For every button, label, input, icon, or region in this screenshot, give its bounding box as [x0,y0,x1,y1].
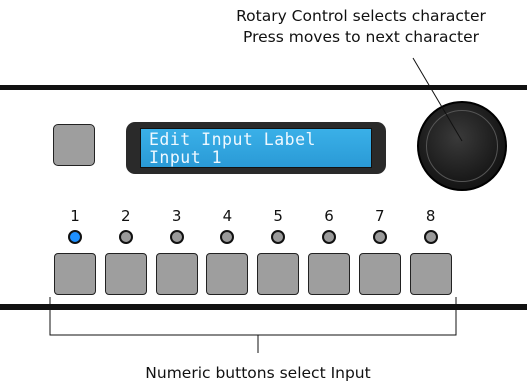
lcd-line-2: Input 1 [149,148,223,167]
input-button-5[interactable] [257,253,300,295]
input-button-1[interactable] [54,253,96,295]
input-led-1 [68,230,82,244]
input-number-label: 8 [425,207,436,225]
rotary-callout-line1: Rotary Control selects character [236,7,486,25]
input-number-label: 1 [70,207,80,225]
input-button-2[interactable] [104,253,147,295]
input-number-label: 4 [222,207,233,225]
numeric-callout: Numeric buttons select Input [145,364,371,382]
input-button-7[interactable] [358,253,401,295]
input-button-6[interactable] [308,253,350,295]
rotary-callout: Rotary Control selects character Press m… [196,6,526,48]
input-led-7 [372,230,387,244]
knob-ring [426,110,498,182]
input-led-3 [169,230,184,244]
lcd-display: Edit Input Label Input 1 [126,122,386,174]
rotary-control-knob[interactable] [417,101,507,191]
input-button-3[interactable] [155,253,198,295]
input-button-4[interactable] [206,253,249,295]
input-led-4 [220,230,235,244]
input-number-label: 7 [375,207,385,225]
numeric-bracket [49,297,457,336]
input-led-6 [322,230,336,244]
input-led-5 [271,230,286,244]
input-number-label: 6 [324,207,334,225]
lcd-screen: Edit Input Label Input 1 [140,128,372,168]
input-button-8[interactable] [409,253,452,295]
menu-button[interactable] [53,124,95,166]
input-led-2 [118,230,133,244]
panel-bottom-edge [0,304,527,310]
input-number-label: 3 [171,207,182,225]
lcd-line-1: Edit Input Label [149,130,316,149]
panel-top-edge [0,85,527,90]
rotary-callout-line2: Press moves to next character [243,28,479,46]
input-number-label: 2 [121,207,131,225]
input-led-8 [423,230,438,244]
input-number-label: 5 [273,207,283,225]
